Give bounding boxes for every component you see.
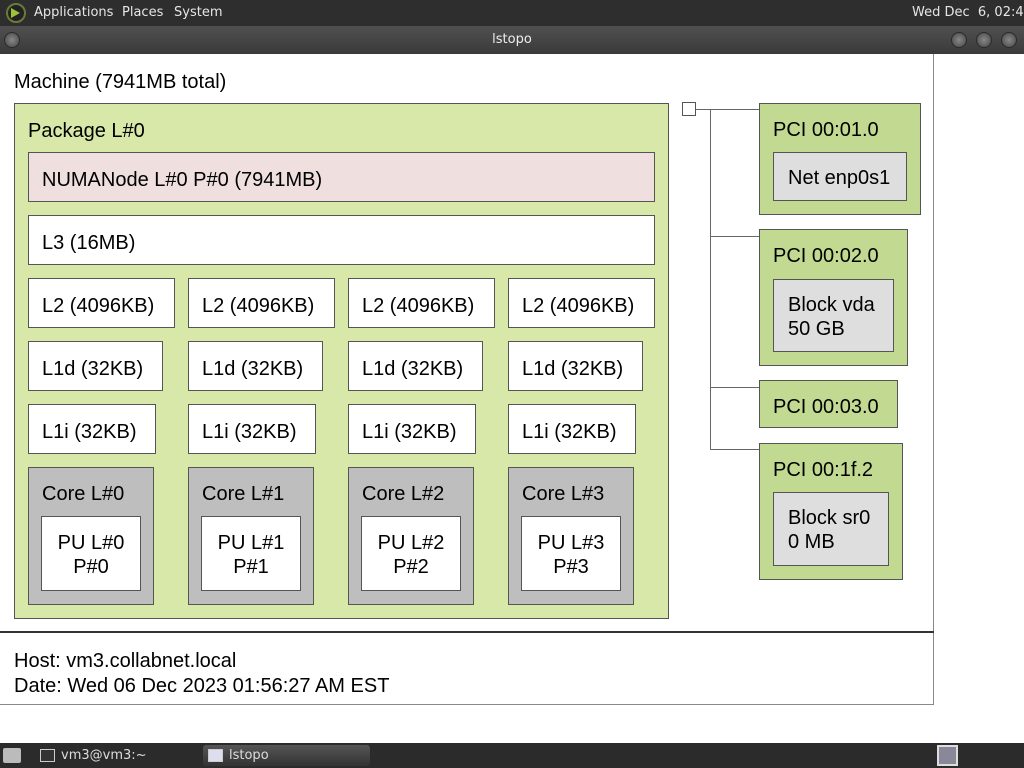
l1d-cache-label: L1d (32KB)	[522, 358, 624, 380]
l2-cache-label: L2 (4096KB)	[522, 295, 635, 317]
menu-system[interactable]: System	[174, 5, 223, 20]
terminal-icon	[40, 749, 55, 762]
distro-logo-icon[interactable]	[6, 3, 26, 23]
l2-cache-label: L2 (4096KB)	[362, 295, 475, 317]
l1i-cache-box	[188, 404, 316, 454]
l1i-cache-label: L1i (32KB)	[522, 421, 617, 443]
l1d-cache-box	[348, 341, 483, 391]
l1i-cache-box	[348, 404, 476, 454]
l2-cache-box	[188, 278, 335, 328]
l1d-cache-label: L1d (32KB)	[42, 358, 144, 380]
l1d-cache-box	[508, 341, 643, 391]
pci-label: PCI 00:02.0	[773, 245, 879, 267]
l1i-cache-box	[28, 404, 156, 454]
bridge-line	[710, 236, 759, 237]
machine-label: Machine (7941MB total)	[14, 71, 227, 93]
core-label: Core L#0	[42, 483, 125, 505]
maximize-button[interactable]	[976, 32, 992, 48]
l2-cache-box	[28, 278, 175, 328]
core-label: Core L#3	[522, 483, 605, 505]
l1d-cache-label: L1d (32KB)	[362, 358, 464, 380]
pu-label: PU L#0	[57, 532, 125, 554]
close-button[interactable]	[1001, 32, 1017, 48]
menu-applications[interactable]: Applications	[34, 5, 114, 20]
window-title: lstopo	[492, 32, 532, 47]
l3-cache-label: L3 (16MB)	[42, 232, 136, 254]
numa-node-label: NUMANode L#0 P#0 (7941MB)	[42, 169, 323, 191]
pu-label: PU L#1	[217, 532, 285, 554]
pu-physical-label: P#1	[233, 556, 269, 578]
show-desktop-icon[interactable]	[3, 748, 21, 763]
pu-label: PU L#3	[537, 532, 605, 554]
pci-label: PCI 00:01.0	[773, 119, 879, 141]
lstopo-canvas: Machine (7941MB total) Package L#0 NUMAN…	[0, 54, 934, 705]
task-terminal[interactable]: vm3@vm3:~	[35, 745, 195, 766]
menu-places[interactable]: Places	[122, 5, 164, 20]
bridge-line	[710, 387, 759, 388]
pu-physical-label: P#2	[393, 556, 429, 578]
l1i-cache-label: L1i (32KB)	[362, 421, 457, 443]
workspace-switcher[interactable]	[937, 745, 958, 766]
l2-cache-label: L2 (4096KB)	[42, 295, 155, 317]
l2-cache-box	[348, 278, 495, 328]
os-device-label: Block vda	[788, 294, 875, 316]
pci-label: PCI 00:1f.2	[773, 459, 874, 481]
l1i-cache-box	[508, 404, 636, 454]
taskbar: vm3@vm3:~ lstopo	[0, 743, 1024, 768]
task-lstopo[interactable]: lstopo	[203, 745, 370, 766]
pu-physical-label: P#3	[553, 556, 589, 578]
l1i-cache-label: L1i (32KB)	[42, 421, 137, 443]
os-device-box: Net enp0s1	[773, 152, 907, 201]
l1d-cache-box	[188, 341, 323, 391]
core-label: Core L#1	[202, 483, 285, 505]
window-menu-button[interactable]	[4, 32, 20, 48]
bridge-line	[710, 109, 711, 450]
top-panel: Applications Places System Wed Dec 6, 02…	[0, 0, 1024, 26]
l1d-cache-box	[28, 341, 163, 391]
l2-cache-label: L2 (4096KB)	[202, 295, 315, 317]
host-bridge-box	[682, 102, 696, 116]
os-device-size: 0 MB	[788, 531, 835, 553]
os-device-label: Block sr0	[788, 507, 871, 529]
task-label: lstopo	[229, 748, 269, 763]
bridge-line	[696, 109, 759, 110]
numa-node-box	[28, 152, 655, 202]
package-label: Package L#0	[28, 120, 145, 142]
window-titlebar[interactable]: lstopo	[0, 26, 1024, 54]
pu-label: PU L#2	[377, 532, 445, 554]
task-label: vm3@vm3:~	[61, 748, 147, 763]
divider	[0, 631, 934, 633]
os-device-size: 50 GB	[788, 318, 845, 340]
bridge-line	[710, 449, 759, 450]
l1i-cache-label: L1i (32KB)	[202, 421, 297, 443]
l1d-cache-label: L1d (32KB)	[202, 358, 304, 380]
host-label: Host: vm3.collabnet.local	[14, 650, 237, 672]
pci-label: PCI 00:03.0	[773, 396, 879, 418]
window-icon	[208, 749, 223, 762]
core-label: Core L#2	[362, 483, 445, 505]
minimize-button[interactable]	[951, 32, 967, 48]
l2-cache-box	[508, 278, 655, 328]
clock[interactable]: Wed Dec 6, 02:49	[912, 5, 1024, 20]
l3-cache-box	[28, 215, 655, 265]
os-device-label: Net enp0s1	[788, 167, 891, 189]
pci-device-box	[759, 380, 898, 428]
pu-physical-label: P#0	[73, 556, 109, 578]
date-label: Date: Wed 06 Dec 2023 01:56:27 AM EST	[14, 675, 390, 697]
